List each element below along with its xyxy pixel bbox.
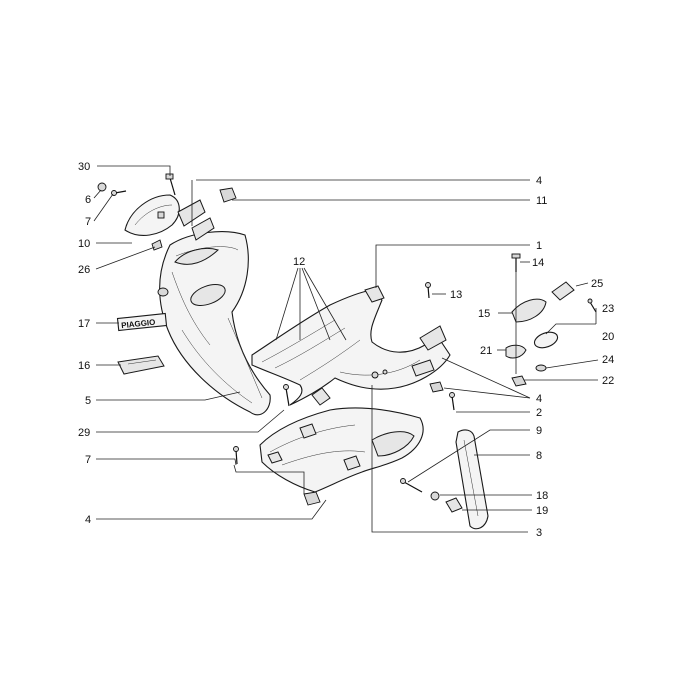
callout-7-top: 7 [85, 216, 91, 228]
nut-part-4-bottom [303, 491, 321, 506]
screw-part-9 [400, 478, 423, 493]
screw-part-2 [449, 392, 455, 411]
callout-18: 18 [536, 490, 548, 502]
callout-23: 23 [602, 303, 614, 315]
screw-part-23 [587, 298, 597, 313]
callout-29: 29 [78, 427, 90, 439]
nut-part-4-right [429, 381, 444, 393]
badge-text: PIAGGIO [121, 318, 156, 331]
callout-15: 15 [478, 308, 490, 320]
callout-11: 11 [536, 195, 547, 207]
nut-part-22 [511, 375, 527, 387]
callout-2: 2 [536, 407, 542, 419]
callout-25: 25 [591, 278, 603, 290]
callout-6: 6 [85, 194, 91, 206]
screw-part-14 [511, 253, 521, 272]
clip-part-19 [445, 497, 463, 513]
bottom-cover-part-3 [259, 407, 424, 493]
callout-3: 3 [536, 527, 542, 539]
callout-4-right: 4 [536, 393, 542, 405]
clip-part-26 [151, 239, 163, 251]
callout-13: 13 [450, 289, 462, 301]
washer-part-6 [97, 182, 107, 192]
callout-7-bottom: 7 [85, 454, 91, 466]
callout-14: 14 [532, 257, 544, 269]
side-strip-part-8 [455, 429, 489, 530]
nut-part-11 [219, 187, 237, 203]
screw-part-30 [165, 173, 176, 196]
bracket-part-4-top [177, 199, 215, 241]
callout-4-top-right: 4 [536, 175, 542, 187]
emblem-part-16 [117, 355, 165, 375]
washer-part-24 [535, 364, 547, 372]
callout-19: 19 [536, 505, 548, 517]
badge-part-17: PIAGGIO [116, 312, 168, 332]
screw-part-7-top [111, 190, 127, 196]
grommet-part-20 [533, 331, 559, 349]
footboard-frame-part-1 [251, 285, 451, 406]
callout-17: 17 [78, 318, 90, 330]
callout-26: 26 [78, 264, 90, 276]
callout-9: 9 [536, 425, 542, 437]
screw-part-13 [425, 282, 431, 299]
callout-1: 1 [536, 240, 542, 252]
callout-20: 20 [602, 331, 614, 343]
callout-4-bottom-left: 4 [85, 514, 91, 526]
callout-24: 24 [602, 354, 614, 366]
callout-12: 12 [293, 256, 305, 268]
callout-21: 21 [480, 345, 492, 357]
callout-5: 5 [85, 395, 91, 407]
callout-22: 22 [602, 375, 614, 387]
callout-8: 8 [536, 450, 542, 462]
leg-shield-part-5 [157, 231, 271, 416]
callout-labels: 30 6 7 10 26 17 16 5 29 7 4 4 11 12 1 14… [78, 161, 614, 539]
top-cover-part-10 [124, 194, 180, 236]
callout-16: 16 [78, 360, 90, 372]
callout-30: 30 [78, 161, 90, 173]
callout-10: 10 [78, 238, 90, 250]
screw-part-7-bottom [233, 446, 239, 465]
leader-lines [93, 165, 599, 533]
bracket-part-15 [511, 298, 547, 323]
nut-part-18 [430, 491, 440, 501]
clip-part-25 [551, 281, 575, 301]
screw-part-29 [283, 384, 290, 407]
